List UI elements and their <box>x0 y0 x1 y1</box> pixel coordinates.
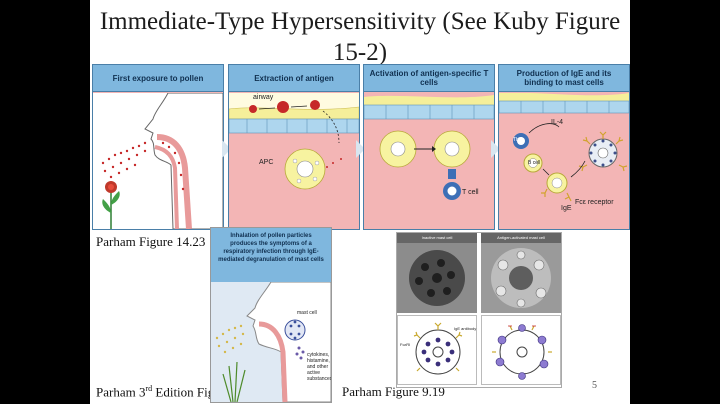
t-cell-label: T cell <box>462 189 479 196</box>
slide: Immediate-Type Hypersensitivity (See Kub… <box>90 0 630 404</box>
caption-parham-14-23: Parham Figure 14.23 <box>96 234 206 249</box>
chevron-right-icon <box>356 140 365 158</box>
mast-cell <box>588 138 618 168</box>
slide-number: 5 <box>592 380 597 391</box>
b-cell-label: B cell <box>528 160 541 166</box>
parham-9-19-figure: Inactive mast cell Antigen-activated mas… <box>396 232 562 388</box>
panel-illustration: T cell <box>364 93 494 229</box>
apc-cell <box>379 130 417 168</box>
diagram-inactive-mast-cell: IgE antibody FcεRI <box>397 315 477 385</box>
th2-cell <box>513 133 529 149</box>
panel-extraction: Extraction of antigen <box>228 64 360 230</box>
pollen-grain <box>277 101 289 113</box>
figure-illustration: mast cell cytokines, histamine, and othe… <box>211 281 332 402</box>
em-activated-mast-cell <box>481 243 561 313</box>
pollen-grain <box>249 105 257 113</box>
diagram-activated-mast-cell <box>481 315 561 385</box>
th2-label: TH2 <box>513 137 523 143</box>
airway-label: airway <box>253 94 274 101</box>
person-inhaling-illustration <box>101 92 223 229</box>
em-inactive-mast-cell <box>397 243 477 313</box>
t-cell <box>443 182 461 200</box>
panel-illustration: IL-4 TH2 B cell Fcε receptor IgE <box>499 92 629 229</box>
ige-antibodies <box>541 131 628 202</box>
plasma-cell <box>546 172 568 194</box>
apc-label: APC <box>259 159 274 166</box>
panel-illustration: airway APC <box>229 93 359 229</box>
panel-illustration <box>93 92 223 229</box>
fc-receptor-label: Fcε receptor <box>575 199 614 206</box>
apc-cell <box>284 148 326 190</box>
il4-label: IL-4 <box>551 119 564 126</box>
mast-cell <box>284 319 306 341</box>
activated-header: Antigen-activated mast cell <box>481 233 561 243</box>
panel-heading: Activation of antigen-specific T cells <box>364 65 494 92</box>
panel-heading: First exposure to pollen <box>93 65 223 92</box>
b-cell <box>523 153 543 173</box>
inactive-header: Inactive mast cell <box>397 233 477 243</box>
panel-t-cell-activation: Activation of antigen-specific T cells <box>363 64 495 230</box>
chevron-right-icon <box>491 140 500 158</box>
figure-heading: Inhalation of pollen particles produces … <box>211 228 331 282</box>
ige-antibody-label: IgE antibody <box>454 326 477 331</box>
chevron-right-icon <box>222 140 231 158</box>
flower-icon <box>102 181 120 229</box>
panel-ige-production: Production of IgE and its binding to mas… <box>498 64 630 230</box>
panel-heading: Extraction of antigen <box>229 65 359 92</box>
panel-heading: Production of IgE and its binding to mas… <box>499 65 629 92</box>
slide-title: Immediate-Type Hypersensitivity (See Kub… <box>99 8 621 66</box>
grass-icon <box>222 361 246 402</box>
mediators-label: cytokines, histamine, and other active s… <box>307 352 332 382</box>
pollen-particles <box>101 141 185 191</box>
apc-cell <box>433 130 471 168</box>
panel-first-exposure: First exposure to pollen <box>92 64 224 230</box>
parham-3-18-figure: Inhalation of pollen particles produces … <box>210 227 332 403</box>
ige-label: IgE <box>561 205 572 212</box>
fc-receptor-label: FcεRI <box>400 342 411 347</box>
pollen-grain <box>310 100 320 110</box>
mast-cell-label: mast cell <box>297 310 317 316</box>
